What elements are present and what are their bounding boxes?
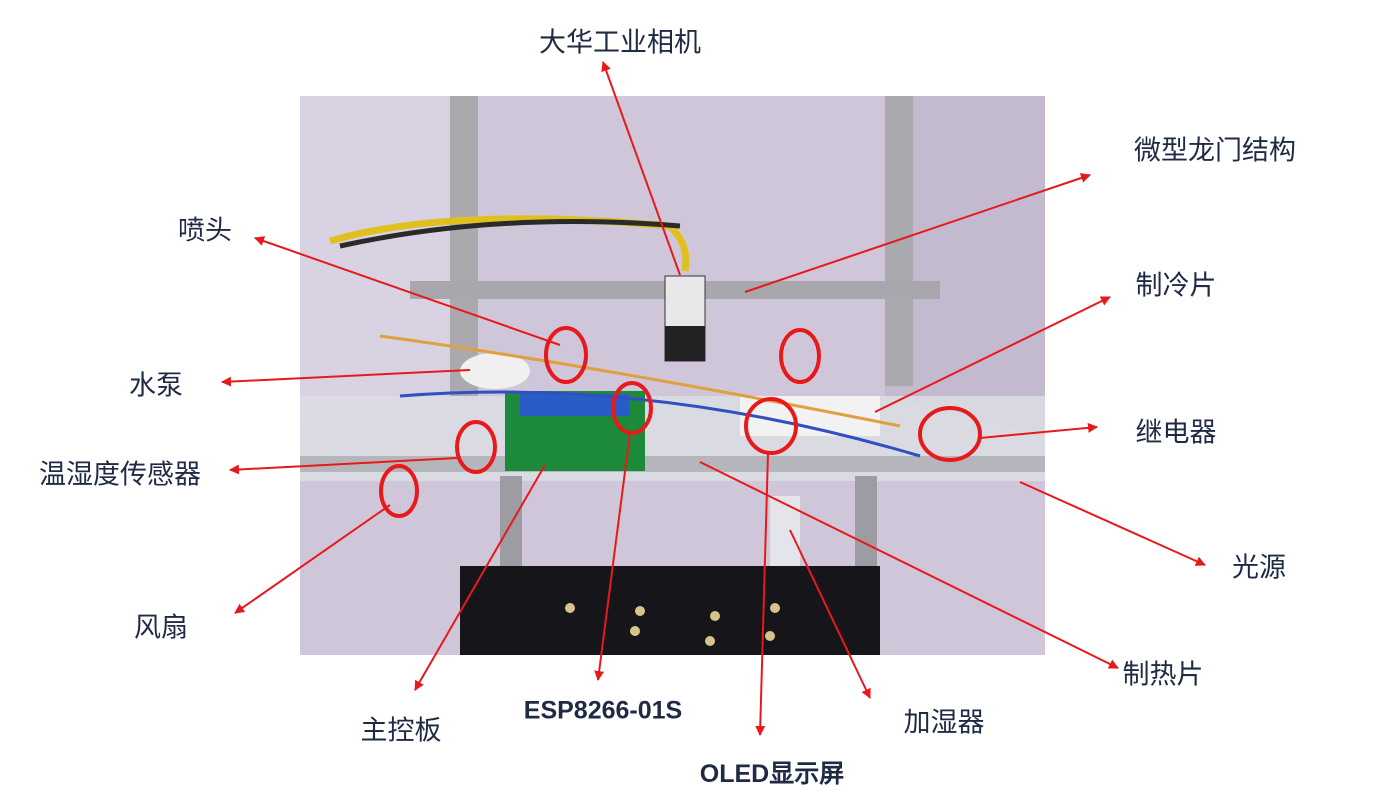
growth-chamber-photo [300,96,1045,655]
th-sensor-highlight [455,420,497,474]
label-camera: 大华工业相机 [539,27,701,59]
nozzle-arrow [254,236,561,346]
label-nozzle: 喷头 [178,215,232,247]
label-heater: 制热片 [1122,659,1204,691]
pump-arrow [221,369,471,387]
label-pump: 水泵 [129,370,183,402]
label-mainboard: 主控板 [360,715,442,747]
relay-highlight [918,406,982,462]
mainboard-arrow [414,464,546,691]
relay-arrow [979,422,1098,439]
gantry-arrow [744,173,1091,293]
label-cooler: 制冷片 [1135,270,1217,302]
th-sensor-arrow [229,457,458,475]
humidifier-arrow [789,529,871,699]
label-esp: ESP8266-01S [523,696,683,725]
label-gantry: 微型龙门结构 [1134,135,1296,167]
fan-arrow [234,504,391,614]
oled-highlight [744,397,798,455]
label-light: 光源 [1232,552,1286,584]
esp-highlight [611,381,653,435]
label-humidifier: 加湿器 [903,707,985,739]
cooler-arrow [874,296,1111,413]
heater-arrow [699,461,1119,669]
label-oled: OLED显示屏 [699,760,845,788]
label-fan: 风扇 [134,612,188,644]
label-relay: 继电器 [1135,417,1217,449]
label-th-sensor: 温湿度传感器 [39,459,201,491]
light-arrow [1019,481,1206,566]
nozzle-highlight [544,326,588,384]
fan-highlight [379,464,419,518]
cooler-highlight [779,328,821,384]
oled-arrow [755,452,769,736]
camera-arrow [601,61,681,276]
esp-arrow [594,432,631,681]
